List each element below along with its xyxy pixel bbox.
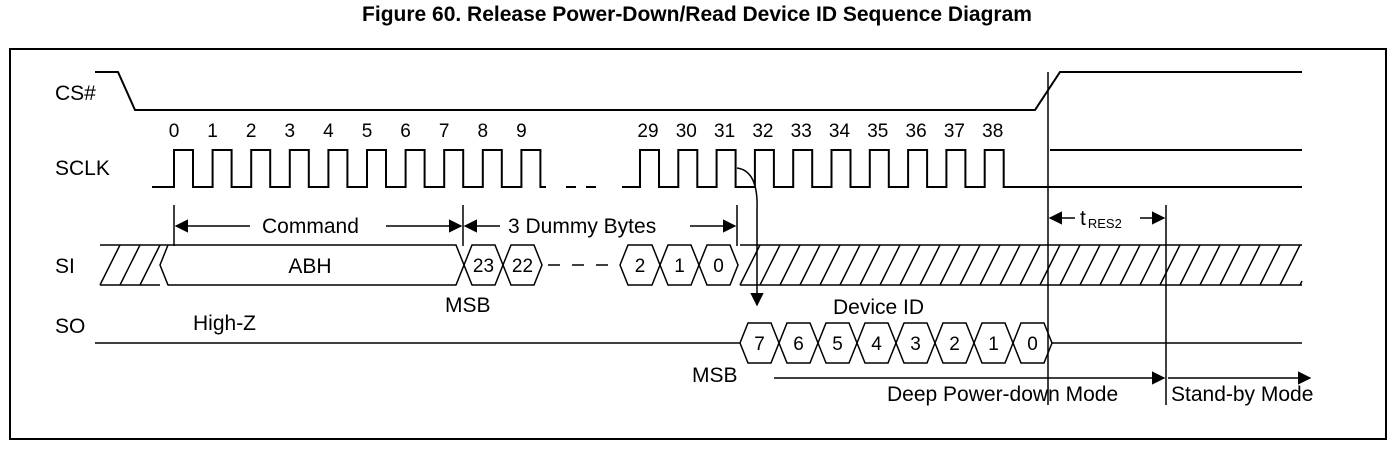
so-bit-6: 6 bbox=[778, 322, 819, 364]
si-msb-label: MSB bbox=[445, 294, 491, 317]
diagram-frame bbox=[9, 48, 1387, 440]
bit-value: 1 bbox=[674, 256, 685, 277]
clock-number: 7 bbox=[439, 121, 450, 142]
so-bit-3: 3 bbox=[895, 322, 936, 364]
bit-value: 0 bbox=[713, 256, 724, 277]
device-id-label: Device ID bbox=[833, 296, 924, 319]
si-bit-2: 2 bbox=[619, 244, 661, 286]
clock-number: 29 bbox=[637, 121, 658, 142]
bit-value: 5 bbox=[832, 334, 843, 355]
clock-number: 30 bbox=[676, 121, 697, 142]
so-bit-2: 2 bbox=[934, 322, 975, 364]
si-bit-22: 22 bbox=[502, 244, 543, 286]
bit-value: 1 bbox=[988, 334, 999, 355]
clock-number: 6 bbox=[400, 121, 411, 142]
so-bit-7: 7 bbox=[739, 322, 780, 364]
sclk-label: SCLK bbox=[55, 157, 110, 180]
si-bit-23: 23 bbox=[463, 244, 504, 286]
sclk-to-so-arrow bbox=[736, 167, 764, 307]
so-bit-5: 5 bbox=[817, 322, 858, 364]
cs-waveform bbox=[95, 71, 1302, 111]
clock-number: 37 bbox=[944, 121, 965, 142]
clock-number: 35 bbox=[867, 121, 888, 142]
clock-number: 31 bbox=[714, 121, 735, 142]
bit-value: 0 bbox=[1027, 334, 1038, 355]
clock-number: 8 bbox=[478, 121, 489, 142]
si-bit-0: 0 bbox=[698, 244, 739, 286]
dummy-bytes-label: 3 Dummy Bytes bbox=[508, 215, 656, 238]
bit-value: 22 bbox=[512, 256, 533, 277]
bit-value: 2 bbox=[635, 256, 646, 277]
si-bit-1: 1 bbox=[659, 244, 700, 286]
si-label: SI bbox=[55, 255, 75, 278]
sclk-waveform bbox=[152, 149, 1302, 188]
clock-number: 38 bbox=[982, 121, 1003, 142]
so-msb-label: MSB bbox=[692, 364, 738, 387]
deep-power-down-label: Deep Power-down Mode bbox=[887, 383, 1118, 406]
command-code: ABH bbox=[288, 255, 331, 278]
bit-value: 2 bbox=[949, 334, 960, 355]
so-bit-4: 4 bbox=[856, 322, 897, 364]
cs-label: CS# bbox=[55, 82, 96, 105]
si-dont-care-start bbox=[99, 244, 161, 286]
bit-value: 6 bbox=[793, 334, 804, 355]
clock-number: 4 bbox=[323, 121, 334, 142]
so-bit-1: 1 bbox=[973, 322, 1014, 364]
clock-number: 34 bbox=[829, 121, 851, 142]
stand-by-label: Stand-by Mode bbox=[1171, 383, 1313, 406]
bit-value: 23 bbox=[473, 256, 494, 277]
figure-title: Figure 60. Release Power-Down/Read Devic… bbox=[362, 3, 1032, 26]
bit-value: 4 bbox=[871, 334, 882, 355]
bit-value: 7 bbox=[754, 334, 765, 355]
so-bit-0: 0 bbox=[1012, 322, 1053, 364]
clock-number: 33 bbox=[791, 121, 812, 142]
high-z-label: High-Z bbox=[193, 312, 256, 335]
clock-number: 36 bbox=[906, 121, 927, 142]
so-label: SO bbox=[55, 315, 85, 338]
si-command-cell bbox=[159, 244, 465, 286]
clock-number: 0 bbox=[169, 121, 180, 142]
clock-number: 9 bbox=[516, 121, 527, 142]
si-dont-care-end bbox=[739, 244, 1303, 286]
clock-number: 3 bbox=[285, 121, 296, 142]
clock-number: 5 bbox=[362, 121, 373, 142]
command-label: Command bbox=[262, 215, 359, 238]
clock-number: 1 bbox=[207, 121, 218, 142]
clock-number: 32 bbox=[752, 121, 773, 142]
clock-number: 2 bbox=[246, 121, 257, 142]
so-bus: 7 6 5 4 3 2 1 0 bbox=[95, 322, 1302, 364]
bit-value: 3 bbox=[910, 334, 921, 355]
